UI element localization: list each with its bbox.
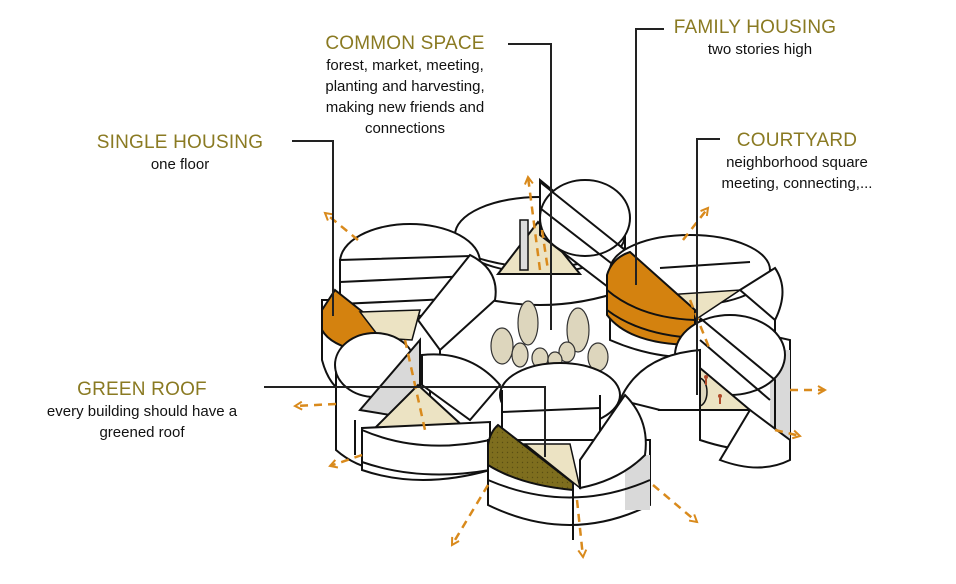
arrow-east-lower: [774, 428, 800, 436]
courtyard-title: COURTYARD: [736, 130, 858, 151]
leader-lines: [264, 28, 720, 457]
common-space-line-3: making new friends and: [325, 99, 485, 116]
arrow-northeast: [682, 208, 708, 241]
arrow-southeast: [652, 484, 697, 522]
courtyard-line-1: neighborhood square: [726, 154, 868, 171]
green-roof-title: GREEN ROOF: [77, 379, 207, 400]
arrow-south: [575, 499, 583, 557]
leader-courtyard: [696, 138, 720, 395]
common-space-line-2: planting and harvesting,: [325, 78, 485, 95]
common-space-line-1: forest, market, meeting,: [326, 57, 484, 74]
single-housing-title: SINGLE HOUSING: [96, 132, 264, 153]
family-housing-title: FAMILY HOUSING: [673, 17, 837, 38]
building-courtyard: [618, 314, 791, 469]
green-roof-line-1: every building should have a: [46, 403, 238, 420]
leader-green-roof: [264, 386, 546, 457]
leader-common-space: [508, 43, 552, 330]
label-common-space: COMMON SPACE forest, market, meeting, pl…: [290, 33, 520, 139]
single-housing-line-1: one floor: [150, 156, 210, 173]
arrow-northwest: [325, 213, 359, 241]
green-roof-line-2: greened roof: [99, 424, 185, 441]
arrow-south-southwest: [450, 484, 490, 545]
courtyard-line-2: meeting, connecting,...: [721, 175, 873, 192]
arrow-southwest: [330, 453, 363, 466]
label-single-housing: SINGLE HOUSING one floor: [90, 132, 270, 175]
common-space-forest: [490, 300, 609, 372]
label-courtyard: COURTYARD neighborhood square meeting, c…: [712, 130, 882, 194]
leader-single-housing: [292, 140, 334, 316]
common-space-title: COMMON SPACE: [325, 33, 485, 54]
label-family-housing: FAMILY HOUSING two stories high: [665, 17, 845, 60]
label-green-roof: GREEN ROOF every building should have a …: [22, 379, 262, 443]
leader-family-housing: [635, 28, 664, 285]
green-roof-highlight: [487, 423, 574, 492]
arrow-north: [528, 177, 542, 271]
building-left: [334, 332, 502, 481]
family-housing-line-1: two stories high: [707, 41, 813, 58]
circulation-arrows: [295, 177, 825, 557]
arrow-west: [295, 404, 337, 406]
building-green-roof: [487, 362, 651, 540]
common-space-line-4: connections: [364, 120, 446, 137]
